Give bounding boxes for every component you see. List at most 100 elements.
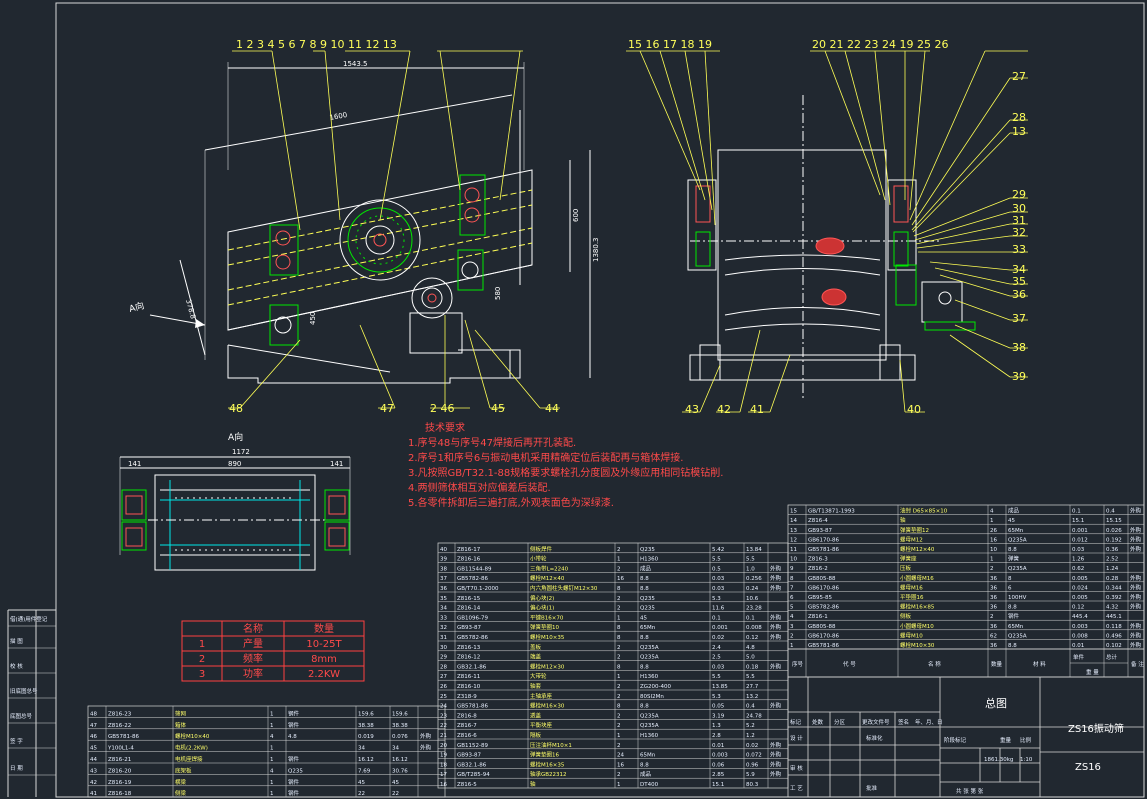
bom-cell: 轴套	[530, 682, 542, 690]
bom-cell: 外购	[1130, 583, 1142, 591]
bom-cell: 钢件	[288, 721, 300, 729]
bom-cell: 15.1	[712, 782, 724, 788]
product-name: ZS16振动筛	[1068, 722, 1124, 735]
params-cell: 3	[199, 669, 205, 680]
bom-cell: Y100L1-4	[107, 746, 134, 752]
bom-cell: 0.62	[1072, 566, 1084, 572]
bom-cell: 34	[440, 606, 447, 612]
req-1: 1.序号48与序号47焊接后再开孔装配.	[408, 436, 576, 449]
bom-cell: 内六角圆柱头螺钉M12×30	[530, 584, 598, 592]
bom-cell: 外购	[770, 770, 782, 778]
tb-scale: 比例	[1020, 736, 1032, 744]
bom-cell: 外购	[1130, 641, 1142, 649]
bom-cell: 外购	[770, 584, 782, 592]
params-cell: 2	[199, 654, 205, 665]
bom-cell: 平键B16×70	[530, 613, 564, 621]
bom-cell: 34	[358, 746, 365, 752]
bom-cell: 1	[617, 557, 621, 563]
balloon-13: 13	[1012, 125, 1026, 138]
bom-cell: 45	[1008, 518, 1015, 524]
bom-cell: 13.84	[746, 547, 762, 553]
bom-cell: Z816-18	[108, 791, 132, 797]
side-balloons: 15 16 17 18 19 20 21 22 23 24 19 25 26 2…	[628, 38, 1026, 416]
balloon-27: 27	[1012, 70, 1026, 83]
balloon-45: 45	[491, 402, 505, 415]
bom-cell: 5.0	[746, 655, 755, 661]
bom-header: 材 料	[1033, 660, 1046, 668]
bom-cell: 外购	[770, 662, 782, 670]
balloon-48: 48	[229, 402, 243, 415]
bom-cell: 6	[1008, 585, 1012, 591]
balloon-40: 40	[907, 403, 921, 416]
bom-cell: 37	[440, 576, 447, 582]
bom-cell: 65Mn	[640, 625, 656, 631]
bom-cell: Q235A	[1008, 566, 1027, 572]
dim-1543: 1543.5	[343, 60, 368, 68]
bom-cell: 外购	[1130, 593, 1142, 601]
bom-cell: 螺母M12	[900, 535, 923, 543]
bom-cell: Z816-10	[457, 684, 481, 690]
bom-cell: 0.019	[358, 734, 374, 740]
bom-cell: 钢件	[288, 789, 300, 797]
bom-cell: Q235	[288, 768, 303, 774]
params-cell: 8mm	[311, 654, 337, 665]
bom-cell: GB93-87	[457, 625, 482, 631]
bom-cell: 40	[440, 547, 447, 553]
balloon-41: 41	[750, 403, 764, 416]
bom-cell: 箱体	[175, 721, 187, 729]
bom-cell: 螺栓M10×40	[175, 732, 210, 740]
bom-header: 名 称	[928, 660, 941, 668]
bom-cell: H1360	[640, 557, 659, 563]
bom-cell: 2	[790, 633, 794, 639]
balloons-15-19: 15 16 17 18 19	[628, 38, 712, 51]
bom-cell: 外购	[770, 760, 782, 768]
bom-cell: 45	[358, 780, 365, 786]
bom-cell: Q235A	[640, 645, 659, 651]
bom-cell: ZG200-400	[640, 684, 672, 690]
bom-cell: Z816-22	[108, 723, 131, 729]
bom-cell: Z816-23	[108, 711, 132, 717]
bom-cell: 盖板	[530, 643, 542, 651]
side-label: 校 核	[10, 662, 23, 670]
bom-cell: 3	[790, 624, 794, 630]
bom-cell: 1.26	[1072, 557, 1085, 563]
drawing-code: ZS16	[1075, 762, 1101, 773]
bom-cell: 20	[440, 743, 447, 749]
bom-cell: 445.4	[1072, 614, 1088, 620]
params-cell: 10-25T	[306, 639, 342, 650]
bom-cell: GB11544-89	[457, 566, 492, 572]
bom-cell: 钢件	[288, 709, 300, 717]
bom-cell: Z318-9	[457, 694, 477, 700]
req-title: 技术要求	[425, 421, 465, 434]
balloon-2-46: 2 46	[430, 402, 455, 415]
params-cell: 2.2KW	[308, 669, 340, 680]
bom-cell: 弹簧座	[900, 555, 917, 563]
bom-cell: 外购	[770, 613, 782, 621]
bom-cell: 2.85	[712, 772, 725, 778]
bom-cell: 30.76	[392, 768, 408, 774]
bom-cell: 0.012	[1072, 537, 1088, 543]
bom-cell: 33	[440, 615, 447, 621]
bom-cell: 21	[440, 733, 447, 739]
params-cell: 功率	[243, 667, 263, 680]
bom-cell: 0.102	[1106, 643, 1122, 649]
bom-cell: 钢件	[288, 778, 300, 786]
bom-cell: 31	[440, 635, 447, 641]
bom-cell: 2	[990, 614, 994, 620]
bom-cell: 1	[270, 711, 274, 717]
bom-cell: 16	[617, 576, 624, 582]
bom-cell: Z816-4	[808, 518, 828, 524]
bom-cell: 5.5	[712, 557, 721, 563]
title-block	[787, 676, 1145, 798]
bom-cell: 0.01	[712, 743, 724, 749]
bom-cell: 19	[440, 753, 447, 759]
bom-cell: GB6170-86	[808, 537, 840, 543]
dim-c: 580	[494, 287, 502, 300]
balloon-33: 33	[1012, 243, 1026, 256]
side-label: 日 期	[10, 765, 23, 772]
bom-cell: 5.3	[712, 596, 721, 602]
bom-cell: 5.5	[746, 557, 755, 563]
tb-stage: 阶段标记	[944, 736, 967, 744]
